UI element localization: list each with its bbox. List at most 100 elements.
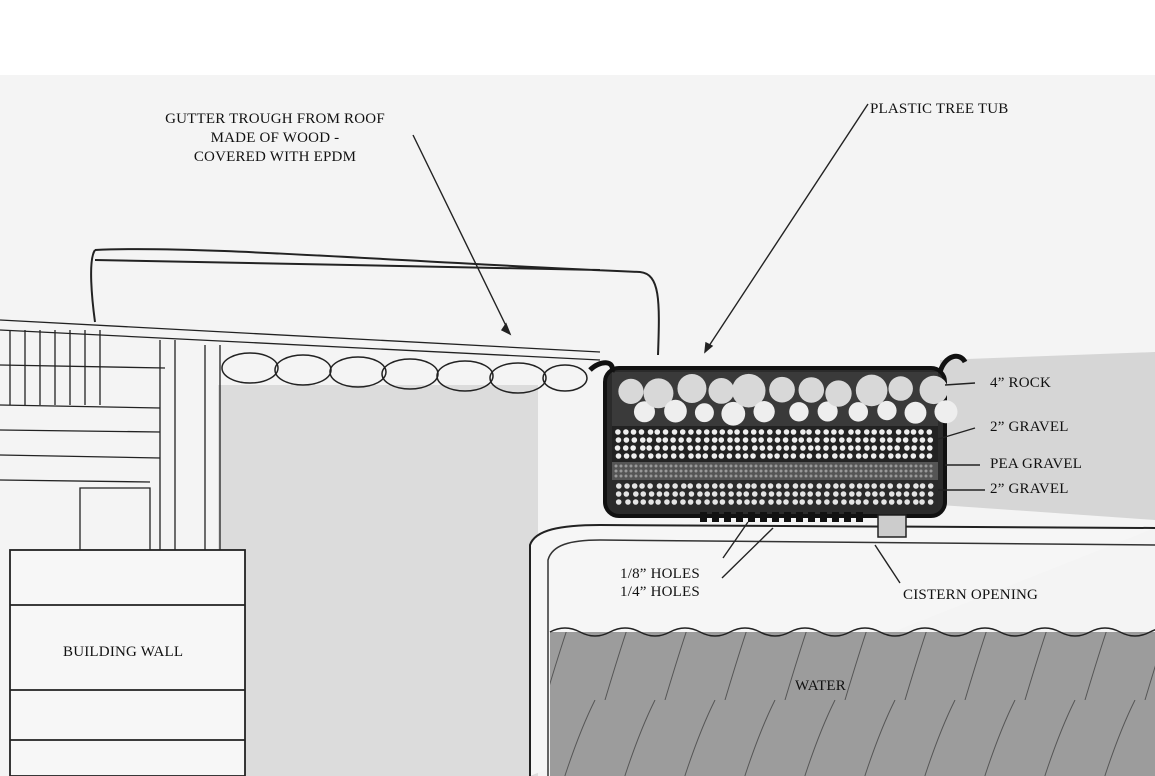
gravel-stone xyxy=(911,445,917,451)
gravel-stone xyxy=(896,499,903,505)
gravel-stone xyxy=(831,429,837,435)
pea-gravel-stone xyxy=(759,474,763,478)
pea-gravel-stone xyxy=(639,474,643,478)
gravel-stone xyxy=(855,453,862,459)
pea-gravel-stone xyxy=(674,464,678,468)
gravel-stone xyxy=(646,445,652,451)
rock-stone xyxy=(694,403,714,423)
small-holes-label: 1/8” HOLES xyxy=(620,566,700,582)
pea-gravel-stone xyxy=(664,464,668,468)
pea-gravel-stone xyxy=(679,464,683,468)
pea-gravel-stone xyxy=(794,469,798,473)
gravel-stone xyxy=(766,429,773,435)
pea-gravel-stone xyxy=(684,464,688,468)
pea-gravel-stone xyxy=(864,474,868,478)
pea-gravel-stone xyxy=(884,474,888,478)
pea-gravel-stone xyxy=(809,469,813,473)
pea-gravel-stone xyxy=(704,469,708,473)
pea-gravel-stone xyxy=(899,474,903,478)
gravel-stone xyxy=(912,437,918,443)
pea-gravel-stone xyxy=(634,464,638,468)
pea-gravel-stone xyxy=(764,474,768,478)
building-wall-label: BUILDING WALL xyxy=(63,644,184,660)
pea-gravel-stone xyxy=(874,474,878,478)
pea-gravel-stone xyxy=(839,464,843,468)
gravel-stone xyxy=(679,491,686,497)
gravel-stone xyxy=(792,499,799,505)
drain-hole xyxy=(844,512,851,522)
gravel-stone xyxy=(758,429,765,435)
pea-gravel-stone xyxy=(809,474,813,478)
gravel-stone xyxy=(919,499,925,505)
pea-gravel-stone xyxy=(619,464,623,468)
gravel-stone xyxy=(838,429,844,435)
rock-stone xyxy=(769,376,795,403)
gravel-stone xyxy=(681,483,687,489)
gravel-stone xyxy=(615,453,622,459)
gravel-stone xyxy=(926,453,933,459)
gravel-stone xyxy=(615,437,622,443)
gravel-stone xyxy=(856,483,863,489)
tree-tub xyxy=(588,353,968,538)
rock-stone xyxy=(731,373,766,408)
gravel-stone xyxy=(647,429,654,435)
gravel-stone xyxy=(902,437,909,443)
pea-gravel-stone xyxy=(854,474,858,478)
drain-hole xyxy=(712,512,719,522)
pea-gravel-stone xyxy=(709,464,713,468)
gravel-stone xyxy=(647,453,654,459)
pea-gravel-stone xyxy=(789,474,793,478)
gravel-stone xyxy=(751,483,757,489)
pea-gravel-stone xyxy=(879,469,883,473)
pea-gravel-stone xyxy=(909,464,913,468)
pea-gravel-stone xyxy=(744,469,748,473)
gravel-stone xyxy=(656,491,663,497)
gravel-stone xyxy=(886,429,893,435)
gravel-stone xyxy=(855,429,861,435)
pea-gravel-stone xyxy=(764,464,768,468)
gravel-stone xyxy=(656,483,663,489)
pea-gravel-stone xyxy=(699,469,703,473)
gravel-stone xyxy=(631,483,638,489)
gravel-stone xyxy=(775,429,782,435)
pea-gravel-stone xyxy=(724,464,728,468)
pea-gravel-stone xyxy=(619,469,623,473)
gravel-stone xyxy=(670,453,677,459)
pea-gravel-stone xyxy=(919,464,923,468)
gravel-stone xyxy=(711,491,718,497)
pea-gravel-stone xyxy=(749,474,753,478)
pea-gravel-stone xyxy=(889,469,893,473)
pea-gravel-stone xyxy=(784,474,788,478)
gravel-stone xyxy=(839,483,846,489)
pea-gravel-stone xyxy=(729,464,733,468)
gravel-stone xyxy=(800,483,806,489)
gravel-stone xyxy=(864,483,870,489)
gravel-stone xyxy=(832,499,839,505)
rock-stone xyxy=(904,401,927,424)
pea-gravel-stone xyxy=(739,464,743,468)
drain-hole xyxy=(832,512,839,522)
gravel-stone xyxy=(727,429,733,435)
gravel-stone xyxy=(759,499,765,505)
gravel-stone xyxy=(776,491,782,497)
pea-gravel-stone xyxy=(654,469,658,473)
gravel-stone xyxy=(911,491,918,497)
gravel-stone xyxy=(711,483,718,489)
pea-gravel-stone xyxy=(879,464,883,468)
gravel-stone xyxy=(806,453,813,459)
gravel-stone xyxy=(799,491,806,497)
pea-gravel-stone xyxy=(629,474,633,478)
pea-gravel-stone xyxy=(894,474,898,478)
pea-gravel-stone xyxy=(684,474,688,478)
pea-gravel-stone xyxy=(754,469,758,473)
gravel-stone xyxy=(687,499,694,505)
gravel-stone xyxy=(616,483,622,489)
gravel-stone xyxy=(648,499,654,505)
pea-gravel-stone xyxy=(739,474,743,478)
pea-gravel-stone xyxy=(719,469,723,473)
gravel-stone xyxy=(816,483,823,489)
gravel-stone xyxy=(790,453,797,459)
gravel-stone xyxy=(783,445,790,451)
gravel-stone xyxy=(839,445,846,451)
pea-gravel-stone xyxy=(634,474,638,478)
